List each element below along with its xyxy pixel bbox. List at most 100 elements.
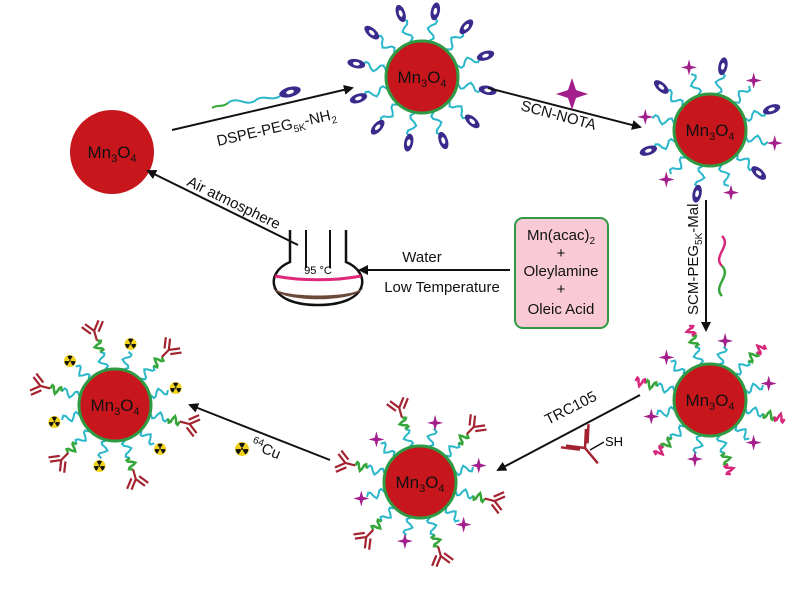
label-trc105: TRC105 [542,388,599,429]
nota-star [681,59,697,76]
reagent-mn-acac: Mn(acac)2 [527,227,596,247]
antibody-sh-icon: SH [560,424,623,465]
reagent-plus-2: + [557,281,566,298]
antibody [81,319,104,341]
nota-star [396,533,413,550]
nota-star [637,108,654,125]
np-dspe-core [384,39,460,115]
nota-star [643,408,660,425]
antibody [334,449,356,473]
amine-head [438,131,449,150]
radioactive-icon [63,354,76,367]
nota-star [455,516,472,533]
antibody [484,491,506,515]
nota-star [745,434,762,451]
amine-head [347,58,366,69]
reagent-oleylamine: Oleylamine [523,263,598,280]
antibody [386,396,409,418]
np-dspe-label: Mn3O4 [397,68,446,90]
np-dspe: Mn3O4 [384,39,460,115]
nota-star-icon [556,78,588,110]
mal-peg-reagent-icon [717,235,727,297]
label-water: Water [402,249,441,266]
radioactive-icon [93,460,106,473]
radioactive-icon [48,416,61,429]
nota-star [745,72,762,89]
amine-head [639,145,658,156]
nota-star [760,375,777,392]
flask-solution [273,288,363,300]
amine-head [653,80,669,94]
flask-outline [272,230,364,307]
amine-head [464,114,480,129]
nota-star [427,414,444,431]
radioactive-icon [124,337,137,350]
label-scm: SCM-PEG5K-Mal [685,204,705,315]
arrow-cu [188,403,331,461]
nota-star [658,349,675,366]
nota-star [766,135,783,152]
amine-head [718,57,728,76]
arrow-dspe [171,84,354,131]
nota-star [368,431,385,448]
amine-head [395,4,406,23]
np-nota-label: Mn3O4 [685,121,734,143]
radioactive-icon [154,443,167,456]
label-dspe: DSPE-PEG5K-NH2 [215,106,339,153]
reagent-box: Mn(acac)2 + Oleylamine + Oleic Acid [514,217,609,329]
dspe-peg-reagent-icon [211,86,301,109]
label-air-atmosphere: Air atmosphere [184,173,283,233]
np-mal-core [672,362,748,438]
ligand-layer [29,2,786,568]
antibody [161,337,182,358]
nota-star [470,457,487,474]
np-trc-core [382,444,458,520]
label-cu64: 64Cu [249,435,284,463]
flask-temperature: 95 °C [304,265,332,277]
amine-head [459,19,474,35]
nota-star [686,451,703,468]
reagent-box-frame [514,217,609,329]
radioactive-icon [235,442,249,456]
np-mal: Mn3O4 [672,362,748,438]
nota-star [658,171,675,188]
amine-head [364,25,380,40]
reagent-oleic-acid: Oleic Acid [528,301,595,318]
radioactive-icon [169,381,182,394]
np-nota-core [672,92,748,168]
np-trc-label: Mn3O4 [395,473,444,495]
antibody [126,469,149,491]
sh-label: SH [605,434,623,449]
np-cu: Mn3O4 [77,367,153,443]
np-mal-label: Mn3O4 [685,391,734,413]
np-bare-label: Mn3O4 [87,143,136,165]
amine-head [751,166,767,180]
nota-star [353,490,370,507]
nota-star [717,332,734,349]
antibody [48,452,69,473]
antibody [431,546,454,568]
amine-head [476,50,495,61]
reagent-plus-1: + [557,245,566,262]
antibody [353,529,374,550]
amine-head [370,119,385,135]
antibody [466,414,487,435]
amine-head [692,184,702,203]
arrow-trc [496,394,641,471]
np-cu-label: Mn3O4 [90,396,139,418]
flask-level [274,274,362,282]
np-cu-core [77,367,153,443]
np-nota: Mn3O4 [672,92,748,168]
nota-star [723,184,739,201]
flask: 95 °C [272,230,364,307]
antibody [29,372,51,396]
amine-head [349,93,368,104]
label-low-temperature: Low Temperature [384,279,500,296]
amine-head [403,133,414,152]
label-scn-nota: SCN-NOTA [519,97,598,133]
radioactive-icon [235,442,249,456]
antibody [179,414,201,438]
np-bare-core [70,110,154,194]
np-bare: Mn3O4 [70,110,154,194]
arrow-air [146,170,299,246]
